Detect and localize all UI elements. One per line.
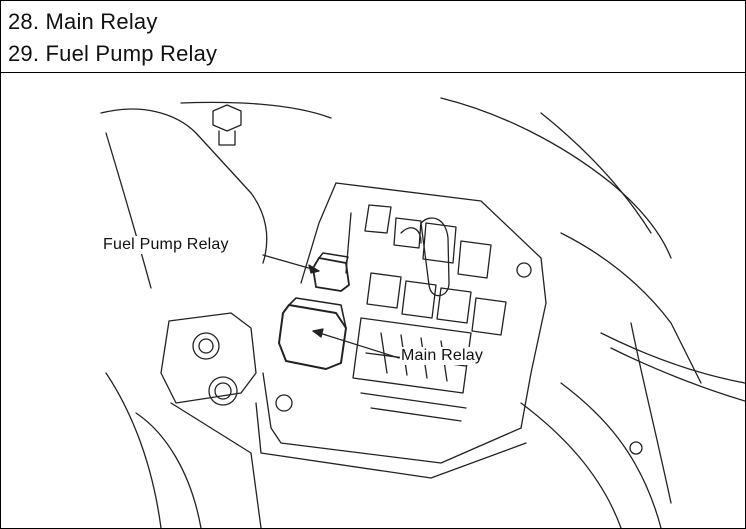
box-bolt-front (275, 394, 293, 412)
top-bolt-hex (212, 104, 242, 132)
legend-item-main-relay: 28. Main Relay (8, 9, 158, 34)
left-bracket (160, 312, 257, 404)
top-bolt-shaft (218, 130, 236, 146)
hood-line-right (440, 97, 672, 259)
relay-box-right-wall (520, 302, 547, 429)
left-bolt-upper (192, 332, 220, 360)
right-panel (520, 402, 622, 528)
strut-tower-outline (100, 108, 268, 264)
hose-right-2 (610, 347, 745, 402)
fuel-pump-relay-shape (312, 257, 350, 292)
cable-right (630, 322, 672, 504)
box-bolt-right (516, 262, 532, 278)
harness-connector (420, 217, 450, 297)
legend-header: 28. Main Relay 29. Fuel Pump Relay (1, 1, 745, 73)
bolt-right (629, 441, 643, 455)
relay-box-left-wall (300, 182, 337, 284)
main-relay-leader (312, 330, 400, 359)
legend-item-fuel-pump-relay: 29. Fuel Pump Relay (8, 41, 218, 66)
fender-edge-top (180, 101, 332, 119)
hood-line-right-2 (540, 112, 652, 234)
fuel-pump-relay-callout: Fuel Pump Relay (102, 236, 230, 254)
fender-edge-left (105, 132, 152, 289)
main-relay-callout: Main Relay (400, 347, 485, 365)
fuel-pump-relay-arrowhead (308, 264, 320, 274)
left-bolt-lower (208, 376, 238, 406)
main-relay-shape (278, 304, 347, 370)
relay-box-drawing (100, 97, 745, 528)
body-panel-right (560, 232, 702, 384)
relay-box-top (335, 182, 547, 304)
harness-clip (400, 227, 422, 244)
engine-bay-illustration: Fuel Pump Relay Main Relay (1, 73, 745, 528)
main-relay-arrowhead (312, 328, 324, 338)
fuse-grid (345, 204, 507, 422)
relay-box-lower (255, 402, 527, 479)
relay-box-front (262, 372, 522, 464)
hose-right (600, 332, 745, 384)
right-panel-2 (560, 382, 662, 528)
bottom-left-frame (105, 372, 162, 528)
